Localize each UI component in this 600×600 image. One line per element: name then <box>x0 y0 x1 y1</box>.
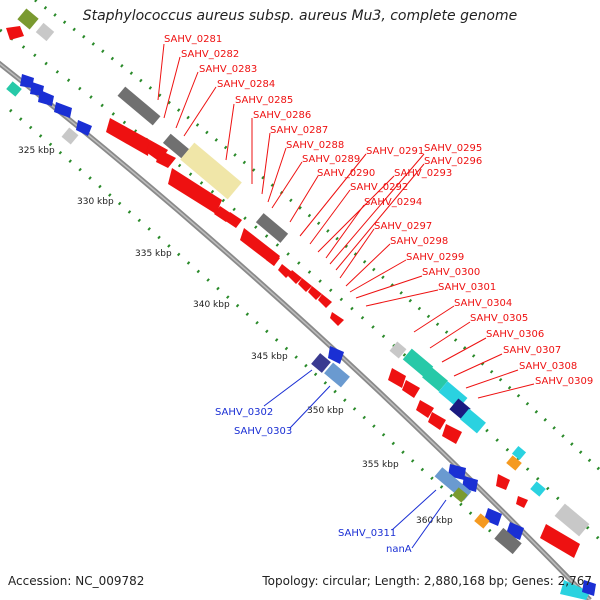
gene-label: SAHV_0283 <box>199 64 257 75</box>
gene-label: SAHV_0307 <box>503 345 561 356</box>
kbp-label: 345 kbp <box>251 352 288 362</box>
gene-label: SAHV_0286 <box>253 110 311 121</box>
gene-label: SAHV_0293 <box>394 168 452 179</box>
tick-ring-outer-2 <box>0 28 600 542</box>
accession-text: Accession: NC_009782 <box>8 574 145 588</box>
gene-label: SAHV_0311 <box>338 528 396 539</box>
gene-label: SAHV_0300 <box>422 267 480 278</box>
kbp-label: 330 kbp <box>77 197 114 207</box>
gene-label: SAHV_0309 <box>535 376 593 387</box>
kbp-label: 355 kbp <box>362 460 399 470</box>
gene-label: SAHV_0294 <box>364 197 422 208</box>
gene-label: SAHV_0303 <box>234 426 292 437</box>
gene-label: nanA <box>386 544 412 555</box>
gene-feature <box>311 346 350 388</box>
gene-label: SAHV_0308 <box>519 361 577 372</box>
gene-label: SAHV_0287 <box>270 125 328 136</box>
label-leaders-blue <box>263 369 447 549</box>
gene-label: SAHV_0299 <box>406 252 464 263</box>
kbp-label: 350 kbp <box>307 406 344 416</box>
gene-feature <box>434 445 596 600</box>
gene-label: SAHV_0289 <box>302 154 360 165</box>
gene-label: SAHV_0305 <box>470 313 528 324</box>
topology-text: Topology: circular; Length: 2,880,168 bp… <box>262 574 592 588</box>
kbp-label: 325 kbp <box>18 146 55 156</box>
gene-label: SAHV_0292 <box>350 182 408 193</box>
gene-label: SAHV_0304 <box>454 298 512 309</box>
gene-feature <box>6 8 55 42</box>
gene-label: SAHV_0301 <box>438 282 496 293</box>
gene-label: SAHV_0297 <box>374 221 432 232</box>
gene-label: SAHV_0291 <box>366 146 424 157</box>
gene-label: SAHV_0284 <box>217 79 275 90</box>
gene-label: SAHV_0285 <box>235 95 293 106</box>
gene-label: SAHV_0290 <box>317 168 375 179</box>
gene-label: SAHV_0302 <box>215 407 273 418</box>
map-title: Staphylococcus aureus subsp. aureus Mu3,… <box>82 8 518 24</box>
gene-feature <box>388 341 486 444</box>
kbp-label: 340 kbp <box>193 300 230 310</box>
gene-label: SAHV_0288 <box>286 140 344 151</box>
gene-feature <box>6 74 92 145</box>
gene-label: SAHV_0281 <box>164 34 222 45</box>
kbp-label: 360 kbp <box>416 516 453 526</box>
kbp-label: 335 kbp <box>135 249 172 259</box>
label-leaders-red <box>157 43 535 399</box>
gene-label: SAHV_0306 <box>486 329 544 340</box>
gene-label: SAHV_0282 <box>181 49 239 60</box>
gene-track <box>106 86 344 326</box>
gene-label: SAHV_0295 <box>424 143 482 154</box>
gene-label: SAHV_0298 <box>390 236 448 247</box>
gene-label: SAHV_0296 <box>424 156 482 167</box>
